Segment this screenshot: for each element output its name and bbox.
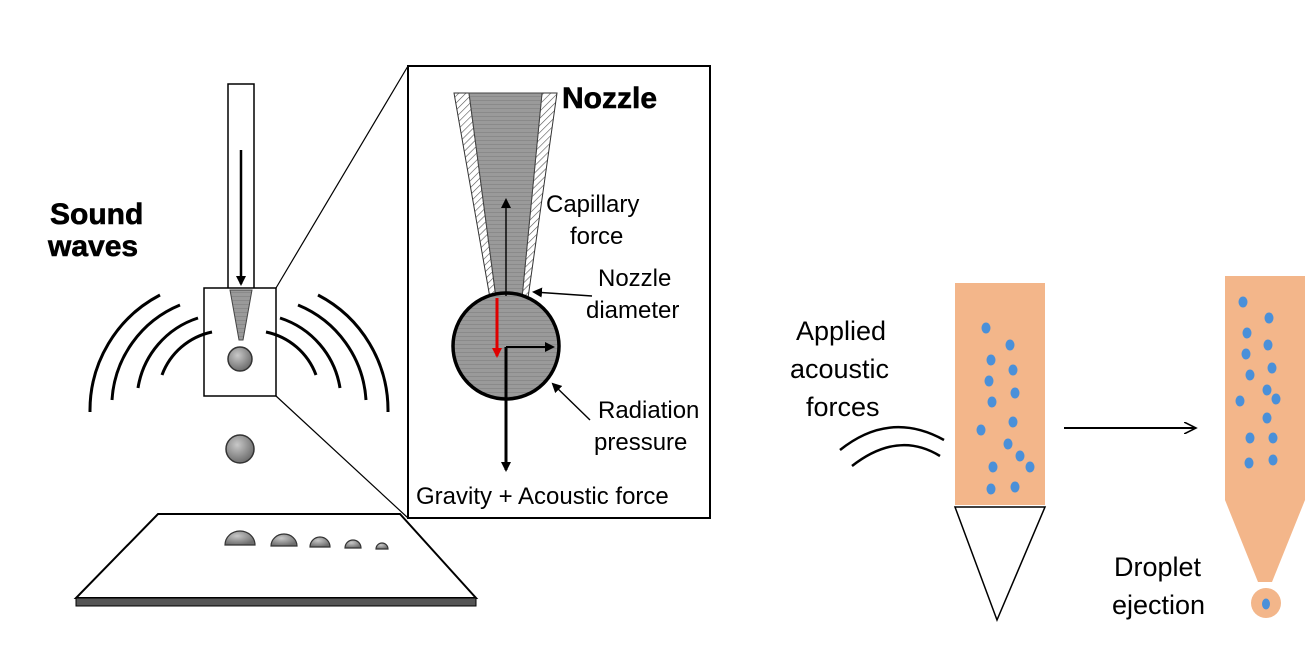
small-nozzle — [229, 289, 253, 341]
nozzle-diameter-label-line2: diameter — [586, 297, 679, 324]
applied-forces-label-line3: forces — [806, 392, 880, 422]
falling-droplet — [225, 434, 255, 464]
applied-forces-label-line2: acoustic — [790, 354, 889, 384]
substrate-plate — [73, 513, 479, 599]
radiation-pressure-label-line2: pressure — [594, 429, 687, 456]
sound-waves-right — [265, 293, 390, 413]
acoustic-wave-arcs — [839, 425, 945, 467]
sound-waves-label-line2: waves — [47, 230, 138, 263]
reservoir-after — [1225, 276, 1305, 582]
capillary-force-label-line1: Capillary — [546, 191, 639, 218]
sound-waves-left — [88, 293, 213, 413]
deposited-droplet-2 — [270, 533, 298, 547]
zoom-line-bottom — [275, 395, 409, 519]
applied-forces-label-line1: Applied — [796, 316, 886, 346]
substrate-plate-edge — [75, 597, 477, 607]
gravity-acoustic-label: Gravity + Acoustic force — [416, 483, 669, 510]
deposited-droplet-1 — [224, 530, 256, 546]
radiation-pressure-pointer — [551, 382, 591, 421]
droplet-ejection-label-line1: Droplet — [1114, 552, 1202, 582]
deposited-droplet-3 — [309, 536, 331, 548]
zoom-line-top — [275, 65, 409, 289]
printer-setup: Sound waves — [47, 65, 479, 607]
nozzle-diameter-pointer — [532, 287, 593, 298]
sound-waves-label-line1: Sound — [50, 198, 143, 231]
capillary-force-label-line2: force — [570, 223, 623, 250]
ejection-schematic: Applied acoustic forces — [790, 276, 1305, 623]
particles-before — [976, 322, 1035, 495]
particles-after — [1235, 296, 1281, 610]
deposited-droplets — [224, 530, 389, 550]
small-droplet-forming — [227, 346, 253, 372]
nozzle-detail-frame — [407, 65, 711, 519]
deposited-droplet-5 — [375, 542, 389, 550]
nozzle-detail-panel: Nozzle Capillary force Nozzle diameter R… — [407, 65, 711, 519]
deposited-droplet-4 — [344, 539, 362, 549]
radiation-pressure-label-line1: Radiation — [598, 397, 699, 424]
nozzle-title: Nozzle — [562, 82, 657, 115]
nozzle-diameter-label-line1: Nozzle — [598, 265, 671, 292]
droplet-ejection-label-line2: ejection — [1112, 590, 1205, 620]
empty-cone-before — [953, 506, 1047, 623]
